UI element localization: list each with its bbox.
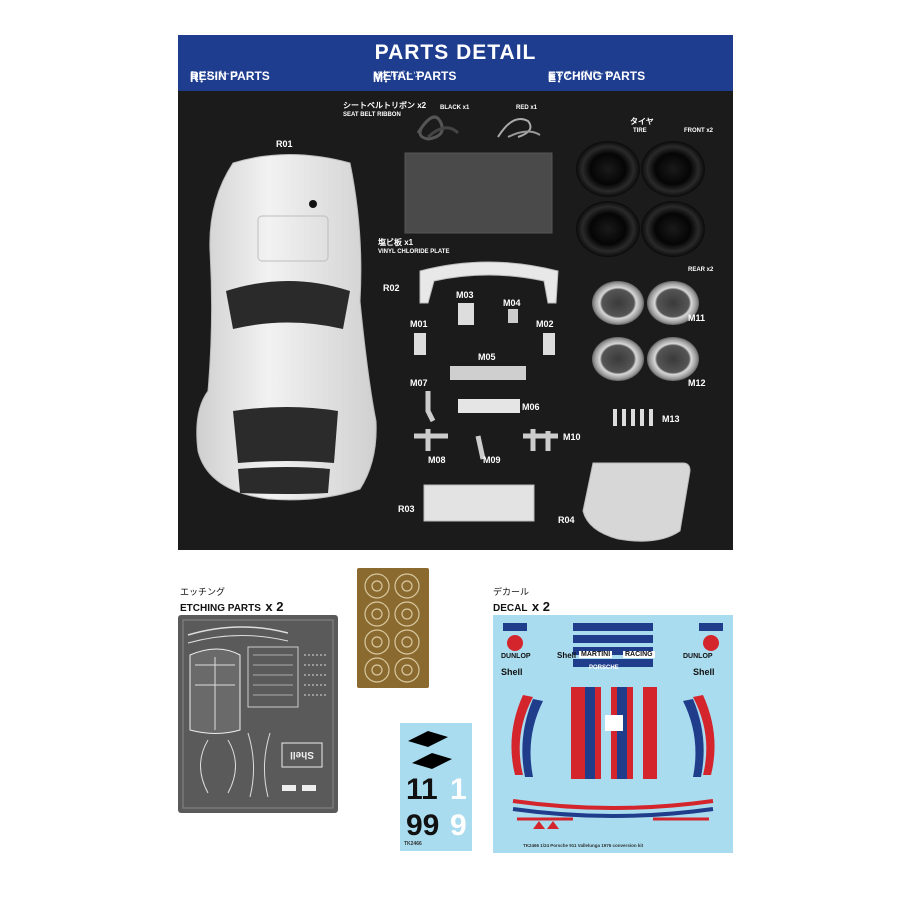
label-m09: M09 (483, 455, 501, 465)
label-m08: M08 (428, 455, 446, 465)
decal-dunlop-left: DUNLOP (501, 653, 531, 660)
decal-porsche: PORSCHE (589, 665, 619, 671)
label-m05: M05 (478, 352, 496, 362)
label-rear: REAR x2 (688, 267, 714, 273)
decal-number-1: 1 (450, 773, 467, 806)
main-decal-sheet: DUNLOP DUNLOP Shell Shell Shell MARTINI … (493, 615, 733, 853)
label-m11: M11 (688, 313, 706, 323)
label-tire-en: TIRE (633, 128, 647, 134)
etching-caption: エッチング ETCHING PARTS x 2 (180, 587, 284, 614)
decal-footer: TK2466 1/24 Porsche 911 Vallelunga 1976 … (523, 843, 644, 848)
label-vinyl-en: VINYL CHLORIDE PLATE (378, 249, 450, 255)
seat-belt-ribbons (416, 115, 541, 141)
tires (576, 141, 705, 257)
decal-racing: RACING (623, 651, 655, 658)
wheels (592, 281, 699, 381)
label-m01: M01 (410, 319, 428, 329)
decal-number-9: 9 (450, 809, 467, 842)
label-m10: M10 (563, 432, 581, 442)
label-r01: R01 (276, 139, 293, 149)
decal-livery-drawing (503, 623, 723, 829)
decal-shell-center: Shell (557, 651, 577, 660)
header-banner: PARTS DETAIL R：RESIN PARTS レジンパーツ M：META… (178, 35, 733, 91)
page-title: PARTS DETAIL (374, 41, 537, 64)
parts-photo-drawing (196, 115, 705, 542)
label-m04: M04 (503, 298, 521, 308)
decal-shell-right: Shell (693, 667, 715, 677)
label-black: BLACK x1 (440, 105, 470, 111)
metal-parts (414, 303, 653, 460)
label-r02: R02 (383, 283, 400, 293)
label-m03: M03 (456, 290, 474, 300)
label-front: FRONT x2 (684, 128, 714, 134)
decal-number-99: 99 (406, 809, 440, 842)
label-seatbelt-en: SEAT BELT RIBBON (343, 112, 401, 118)
front-bumper-r02 (419, 261, 559, 304)
decal-number-11: 11 (406, 773, 438, 806)
etching-sheet: Shell (178, 615, 338, 813)
label-tire-jp: タイヤ (630, 117, 654, 126)
decal-martini: MARTINI (579, 651, 613, 658)
vinyl-plate (404, 152, 553, 234)
label-m02: M02 (536, 319, 554, 329)
label-r04: R04 (558, 515, 575, 525)
decal-shell-left: Shell (501, 667, 523, 677)
parts-legend: R：RESIN PARTS レジンパーツ M：METAL PARTS メタルパー… (190, 69, 646, 85)
part-r04 (582, 462, 691, 542)
decal-caption: デカール DECAL x 2 (493, 587, 550, 614)
decal-dunlop-right: DUNLOP (683, 653, 713, 660)
number-decal-shapes (408, 731, 452, 769)
part-r03 (423, 484, 535, 522)
label-seatbelt-jp: シートベルトリボン x2 (343, 101, 427, 110)
label-vinyl-jp: 塩ビ板 x1 (378, 238, 414, 247)
gold-etching-sheet (357, 568, 429, 688)
label-m07: M07 (410, 378, 428, 388)
label-red: RED x1 (516, 105, 538, 111)
decal-small-code: TK2466 (404, 841, 422, 847)
parts-photo: R01 R02 R03 R04 シートベルトリボン x2 SEAT BELT R… (178, 91, 733, 550)
label-m06: M06 (522, 402, 540, 412)
label-m13: M13 (662, 414, 680, 424)
etching-shell-text: Shell (290, 749, 314, 760)
label-r03: R03 (398, 504, 415, 514)
label-m12: M12 (688, 378, 706, 388)
car-body-r01 (196, 154, 377, 501)
number-decal-sheet: 11 1 99 9 TK2466 (400, 723, 472, 851)
